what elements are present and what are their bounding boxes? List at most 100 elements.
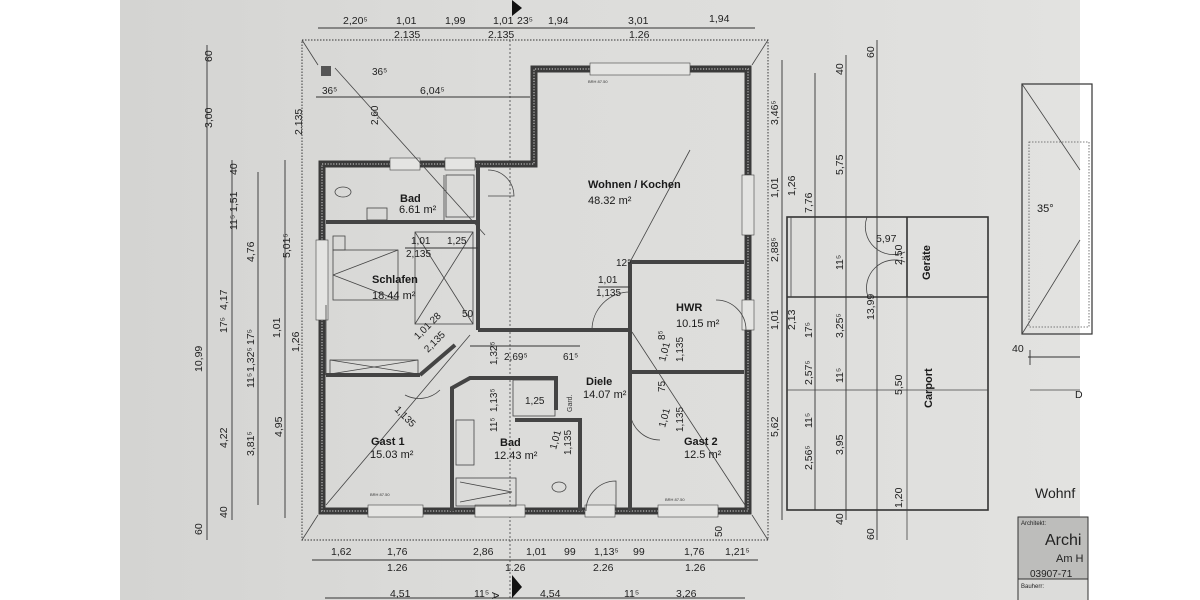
room-area: 14.07 m² <box>583 389 627 401</box>
dim-label: 5,75 <box>834 154 846 175</box>
dim-label: 40 <box>834 63 846 75</box>
door-swing <box>487 169 515 197</box>
dim-label: 1,20 <box>893 487 905 508</box>
dim-label: 1,21⁵ <box>725 546 750 558</box>
dim-label: Gard. <box>567 394 574 412</box>
dim-label: 1,26 <box>786 175 798 196</box>
dim-label: 1.26 <box>685 562 706 574</box>
door-swing <box>585 480 617 512</box>
dim-label: 1,01 <box>271 317 283 338</box>
dim-label: 2,57⁵ <box>803 360 815 385</box>
room-name: Schlafen <box>372 274 418 286</box>
dim-label: 60 <box>865 46 877 58</box>
room-name: Bad <box>500 437 521 449</box>
dim-label: 1.26 <box>629 29 650 41</box>
dim-label: 11⁵ <box>834 368 846 383</box>
dim-label: 4,54 <box>540 588 561 600</box>
dim-label: 2.135 <box>394 29 420 41</box>
dim-label: 60 <box>865 528 877 540</box>
dim-label: 23⁵ <box>517 15 533 27</box>
architect-name: Archi <box>1045 532 1081 549</box>
interior-walls <box>325 164 744 511</box>
title-block: Architekt: Archi Am H 03907-71 Bauherr: … <box>1012 203 1089 600</box>
room-area: 6.61 m² <box>399 204 437 216</box>
dim-label: 1,01 <box>396 15 417 27</box>
dim-label: 1,51 <box>228 191 240 212</box>
section-marker-icon <box>512 575 522 598</box>
dim-label: 3,25⁵ <box>834 313 846 338</box>
dim-label: 2.135 <box>293 109 305 135</box>
dim-label: 40 <box>228 163 240 175</box>
room-area: 18.44 m² <box>372 290 416 302</box>
architect-label: Architekt: <box>1021 521 1046 527</box>
dim-label: 1,62 <box>331 546 352 558</box>
dim-label: 2,20⁵ <box>343 15 368 27</box>
dim-label: 17⁵ <box>803 322 815 338</box>
dim-label: 17⁵ <box>218 317 230 333</box>
dim-label: 3,00 <box>203 107 215 128</box>
dim-label: 3,81⁵ <box>245 431 257 456</box>
dim-label: 1,94 <box>548 15 569 27</box>
dim-label: 1,01 <box>657 407 673 429</box>
dim-label: 4,95 <box>273 416 285 437</box>
dim-label: 75 <box>657 380 668 392</box>
architect-phone: 03907-71 <box>1030 569 1073 580</box>
section-label: A <box>489 592 501 599</box>
dim-label: 2,50 <box>893 244 905 265</box>
dim-label: 1,135 <box>675 407 686 432</box>
dim-label: 1,135 <box>392 404 418 430</box>
dim-label: 1,135 <box>563 430 574 455</box>
dim-label: 2,88⁵ <box>769 237 781 262</box>
dim-label: 40 <box>218 506 230 518</box>
bathtub-icon <box>455 477 517 507</box>
dim-label: 5,62 <box>769 416 781 437</box>
roof-dim-label: D <box>1075 389 1083 401</box>
roof-side-view <box>1021 83 1093 391</box>
dim-label: 99 <box>564 546 576 558</box>
dim-label: 11⁵ <box>489 417 500 432</box>
dim-label: 1,13⁵ <box>594 546 619 558</box>
dim-label: 36⁵ <box>322 86 337 97</box>
dim-label: 11⁵ <box>624 588 639 600</box>
roof-outline <box>301 39 769 600</box>
dim-label: 2,13 <box>786 309 798 330</box>
room-labels: Bad 6.61 m² Schlafen 18.44 m² Wohnen / K… <box>370 79 935 502</box>
dim-label: 11⁵ <box>474 588 489 600</box>
double-sink-icon <box>455 419 475 466</box>
dim-label: 7,76 <box>803 192 815 213</box>
dim-label: 1,32⁵ <box>489 341 500 365</box>
dim-label: 1,32⁵ <box>245 347 257 372</box>
dim-label: 3,46⁵ <box>769 100 781 125</box>
client-label: Bauherr: <box>1021 584 1044 590</box>
dim-label: 1,135 <box>675 337 686 362</box>
bottom-dimensions: 1,62 1,76 2,86 1,01 99 1,13⁵ 99 1,76 1,2… <box>331 0 750 600</box>
dim-label: 1,01 <box>548 429 564 451</box>
room-area: 15.03 m² <box>370 449 414 461</box>
door-swing <box>629 409 661 441</box>
brh-label: BRH 87.50 <box>370 492 390 497</box>
dim-label: 60 <box>193 523 205 535</box>
dim-label: 1,01 <box>411 236 431 247</box>
dim-label: 4,17 <box>218 289 230 310</box>
dim-label: 8⁵ <box>657 330 668 340</box>
dim-label: 12⁵ <box>616 258 631 269</box>
room-name: HWR <box>676 302 702 314</box>
door-swing <box>404 389 441 399</box>
dim-label: 2.135 <box>488 29 514 41</box>
dim-label: 1.26 <box>387 562 408 574</box>
dim-label: 1.26 <box>505 562 526 574</box>
section-marker-icon <box>512 0 522 16</box>
dim-label: 3,26 <box>676 588 697 600</box>
room-name: Bad <box>400 193 421 205</box>
dim-label: 1,01 <box>493 15 514 27</box>
right-dimensions: 3,46⁵ 1,01 2,88⁵ 1,01 5,62 1,26 2,13 7,7… <box>769 46 905 540</box>
dim-label: 3,95 <box>834 434 846 455</box>
left-dimensions: 60 3,00 10,99 60 40 1,51 11⁵ 4,17 17⁵ 4,… <box>193 50 305 535</box>
door-swing <box>591 291 631 331</box>
carport-structure <box>786 216 989 540</box>
room-area: 48.32 m² <box>588 195 632 207</box>
dim-label: 1,25 <box>447 236 467 247</box>
dim-label: 11⁵ <box>245 373 257 388</box>
dim-label: 50 <box>714 525 725 537</box>
